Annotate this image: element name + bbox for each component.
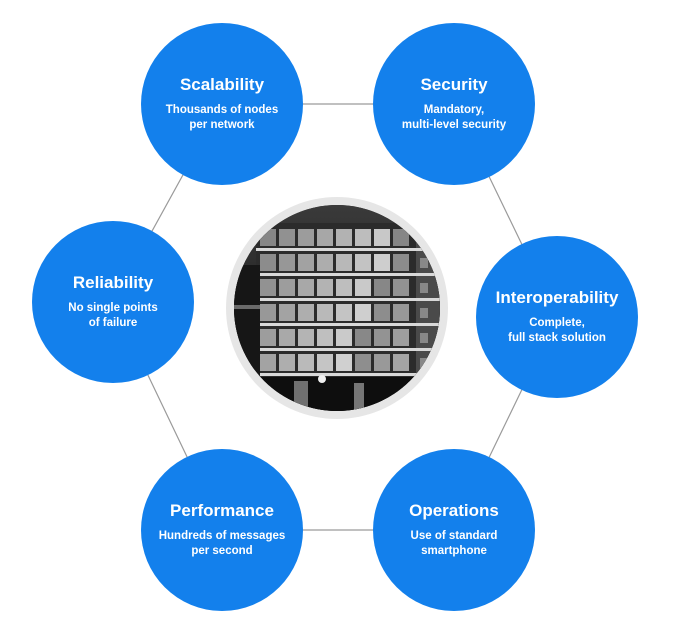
node-title: Interoperability (495, 288, 619, 307)
building-facade-image (234, 205, 440, 411)
node-security: Security Mandatory, multi-level security (373, 23, 535, 185)
node-title: Security (420, 75, 488, 94)
node-title: Reliability (72, 273, 154, 292)
node-scalability: Scalability Thousands of nodes per netwo… (141, 23, 303, 185)
node-performance: Performance Hundreds of messages per sec… (141, 449, 303, 611)
node-description: Thousands of nodes per network (165, 104, 279, 131)
building-photo-frame (226, 197, 448, 419)
node-description: Hundreds of messages per second (158, 530, 286, 557)
building-photo (234, 205, 440, 411)
node-interoperability: Interoperability Complete, full stack so… (476, 236, 638, 398)
node-reliability: Reliability No single points of failure (32, 221, 194, 383)
node-title: Scalability (179, 75, 265, 94)
node-title: Performance (170, 501, 274, 520)
node-description: Complete, full stack solution (508, 317, 606, 344)
node-description: No single points of failure (68, 302, 158, 329)
node-title: Operations (409, 501, 499, 520)
node-operations: Operations Use of standard smartphone (373, 449, 535, 611)
node-description: Mandatory, multi-level security (401, 104, 507, 131)
node-description: Use of standard smartphone (410, 530, 498, 557)
